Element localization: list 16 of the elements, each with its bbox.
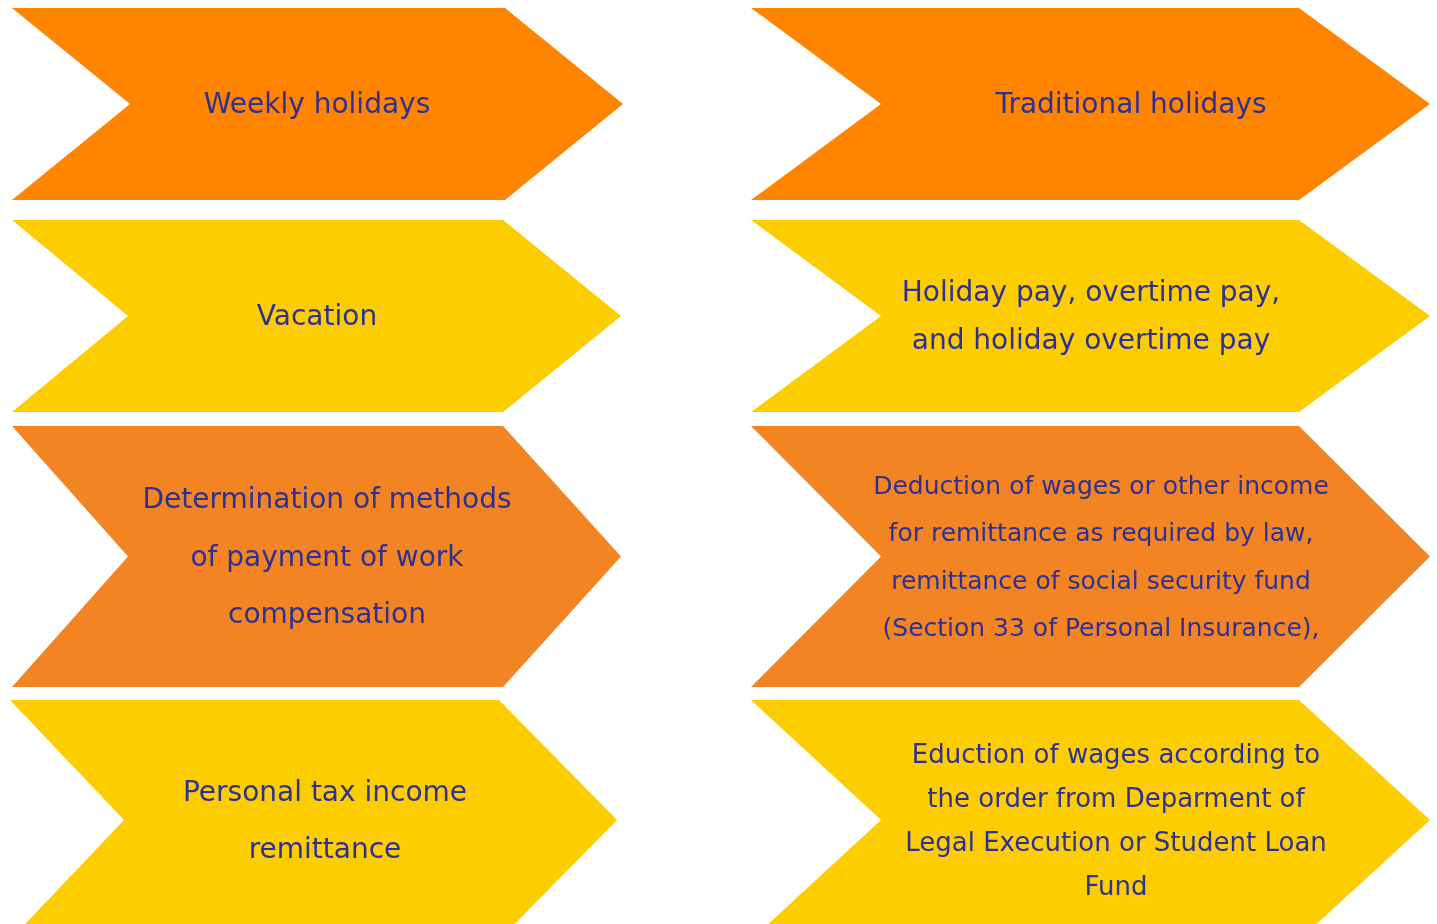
chevron-shape — [751, 700, 1430, 924]
chevron-shape — [12, 426, 621, 687]
chevron-label: Personal tax income remittance — [181, 773, 469, 867]
chevron-label: Traditional holidays — [995, 86, 1267, 123]
chevron-shape — [751, 8, 1430, 200]
chevron-label: Weekly holidays — [203, 86, 431, 123]
chevron-label: Eduction of wages according to the order from Deparment of Legal Execution or Student Loan Fund — [904, 737, 1328, 904]
chevron-label: Vacation — [256, 298, 378, 335]
chevron-shape — [751, 426, 1430, 687]
chevron-label: Determination of methods of payment of work compensation — [141, 481, 513, 633]
chevron-label: Holiday pay, overtime pay, and holiday overtime pay — [901, 274, 1281, 358]
chevron-shape — [12, 8, 623, 200]
chevron-shape — [10, 700, 617, 924]
chevron-shape — [751, 220, 1430, 412]
chevron-shape — [12, 220, 621, 412]
chevron-label: Deduction of wages or other income for remittance as required by law, remittance of social security fund (Section 33 of Personal Insurance), — [872, 469, 1330, 644]
